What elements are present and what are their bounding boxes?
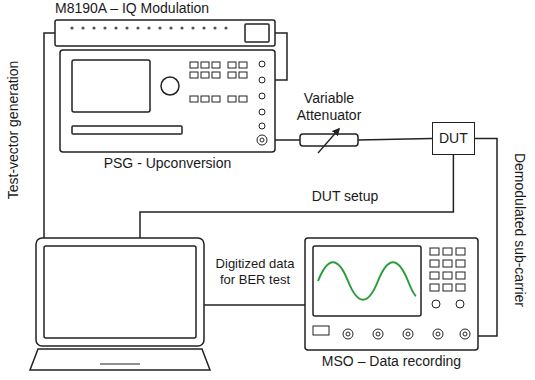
- cable-connector: [275, 139, 300, 141]
- connection-label: Test-vector generation: [5, 59, 22, 202]
- dut-box: DUT: [432, 122, 475, 155]
- mso-drawing: [305, 238, 478, 350]
- mso-buttons: [430, 248, 465, 308]
- cable-connector: [358, 138, 432, 140]
- mso-trace: [318, 262, 416, 300]
- box-label: DUT: [439, 130, 468, 147]
- psg-drawing: [60, 50, 275, 152]
- psg-buttons: [190, 62, 247, 102]
- awg-node: M8190A – IQ Modulation: [55, 20, 275, 46]
- attenuator-drawing: [300, 129, 358, 153]
- psg-node: PSG - Upconversion: [60, 50, 275, 152]
- connection-label: Digitized data for BER test: [206, 256, 304, 287]
- awg-dots: [70, 26, 227, 29]
- connection-label: DUT setup: [310, 188, 381, 205]
- instrument-label: Variable Attenuator: [288, 90, 370, 124]
- instrument-label: PSG - Upconversion: [104, 155, 232, 172]
- laptop-screen: [44, 246, 196, 338]
- cable-connector: [44, 33, 55, 238]
- psg-knob: [161, 77, 179, 95]
- mso-node: MSO – Data recording: [305, 238, 478, 350]
- attenuator-node: Variable Attenuator: [300, 132, 358, 148]
- mso-chassis: [305, 238, 478, 350]
- laptop-drawing: [30, 238, 210, 370]
- cable-connector: [275, 33, 287, 80]
- attenuator-arrow: [318, 129, 339, 153]
- laptop-trackpad: [100, 364, 140, 365]
- laptop-base: [30, 349, 210, 370]
- psg-ports: [257, 61, 267, 145]
- instrument-label: MSO – Data recording: [322, 353, 461, 370]
- awg-drawing: [55, 20, 275, 46]
- mso-power: [313, 326, 329, 335]
- awg-module: [245, 24, 269, 42]
- cable-connector: [475, 138, 497, 336]
- awg-chassis: [55, 20, 275, 46]
- connection-label: Demodulated sub-carrier: [512, 151, 529, 309]
- instrument-label: M8190A – IQ Modulation: [55, 0, 209, 17]
- laptop-node: [36, 238, 204, 372]
- psg-screen: [72, 60, 150, 112]
- psg-chassis: [60, 50, 275, 152]
- mso-inputs: [343, 329, 470, 339]
- cable-connector: [204, 304, 305, 306]
- laptop-lid: [36, 238, 204, 346]
- psg-slot: [72, 126, 182, 134]
- mso-screen: [313, 246, 421, 316]
